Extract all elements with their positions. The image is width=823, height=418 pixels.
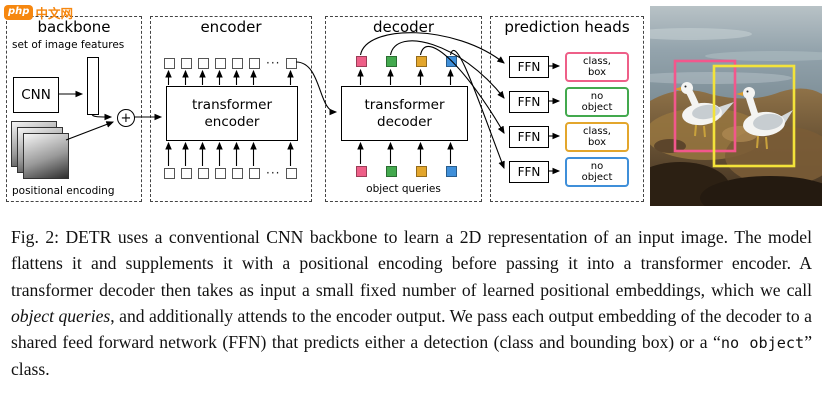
positional-encoding-label: positional encoding (12, 185, 115, 197)
feature-token (164, 58, 175, 69)
output-label-line: class, (582, 55, 611, 67)
feature-token (215, 58, 226, 69)
caption-text-1: Fig. 2: DETR uses a conventional CNN bac… (11, 227, 812, 300)
query-token-yellow (416, 166, 427, 177)
positional-encoding-tile (23, 133, 69, 179)
seagull-detection-photo (650, 6, 822, 206)
figure-caption: Fig. 2: DETR uses a conventional CNN bac… (0, 224, 823, 383)
output-token-yellow (416, 56, 427, 67)
transformer-decoder-label: transformer decoder (364, 97, 444, 131)
query-token-green (386, 166, 397, 177)
backbone-section: backbone set of image features CNN + pos… (6, 16, 142, 202)
prediction-heads-title: prediction heads (504, 18, 630, 36)
transformer-decoder-line1: transformer (364, 96, 445, 113)
feature-token (181, 168, 192, 179)
encoder-input-tokens: ··· (164, 166, 298, 180)
bbox-yellow (712, 64, 796, 168)
ellipsis: ··· (266, 166, 281, 180)
query-token-pink (356, 166, 367, 177)
add-operator: + (117, 109, 135, 127)
decoder-section: decoder transformer decoder object queri… (325, 16, 482, 202)
transformer-encoder-box: transformer encoder (166, 86, 298, 141)
query-token-blue (446, 166, 457, 177)
encoder-title: encoder (200, 18, 262, 36)
output-box-class-1: class, box (565, 52, 629, 82)
caption-mono-no-object: no object (720, 334, 805, 353)
transformer-encoder-line1: transformer (191, 96, 273, 113)
site-name: 中文网 (35, 6, 73, 21)
backbone-title: backbone (37, 18, 111, 36)
prediction-heads-section: prediction heads FFN FFN FFN FFN class, … (490, 16, 644, 202)
output-label-line: box (587, 137, 607, 148)
transformer-decoder-line2: decoder (377, 113, 432, 130)
ffn-box-2: FFN (509, 91, 549, 113)
output-label-line: class, (582, 125, 611, 137)
ffn-box-3: FFN (509, 126, 549, 148)
feature-token (198, 168, 209, 179)
feature-map-bar (87, 57, 99, 115)
php-logo-badge: php (4, 5, 34, 20)
cnn-box: CNN (13, 77, 59, 113)
feature-token (232, 58, 243, 69)
output-label-line: box (587, 67, 607, 78)
feature-token (249, 58, 260, 69)
detr-architecture-diagram: backbone set of image features CNN + pos… (6, 6, 822, 206)
feature-token (215, 168, 226, 179)
output-label-line: object (581, 102, 613, 113)
feature-token (286, 168, 298, 179)
output-token-blue (446, 56, 457, 67)
seagull-right (736, 87, 793, 150)
feature-token (249, 168, 260, 179)
output-box-noobject-2: no object (565, 157, 629, 187)
object-queries-label: object queries (366, 183, 441, 195)
encoder-output-tokens: ··· (164, 56, 298, 70)
output-token-pink (356, 56, 367, 67)
object-queries-row (356, 166, 457, 177)
caption-italic-object-queries: object queries (11, 305, 111, 326)
ffn-box-1: FFN (509, 56, 549, 78)
caption-text-3: ” class. (11, 332, 812, 380)
output-box-class-2: class, box (565, 122, 629, 152)
encoder-section: encoder ··· transformer encoder ··· (150, 16, 312, 202)
feature-token (181, 58, 192, 69)
site-watermark: php 中文网 (4, 3, 73, 22)
output-token-green (386, 56, 397, 67)
output-label-line: no (590, 90, 604, 102)
output-box-noobject-1: no object (565, 87, 629, 117)
caption-text-2: , and additionally attends to the encode… (11, 305, 812, 353)
feature-token (232, 168, 243, 179)
ffn-box-4: FFN (509, 161, 549, 183)
feature-token (164, 168, 175, 179)
transformer-decoder-box: transformer decoder (341, 86, 468, 141)
feature-token (286, 58, 298, 69)
decoder-title: decoder (372, 18, 435, 36)
output-label-line: no (590, 160, 604, 172)
feature-token (198, 58, 209, 69)
bbox-pink (673, 59, 737, 153)
image-features-label: set of image features (12, 39, 125, 51)
transformer-encoder-label: transformer encoder (192, 97, 272, 131)
seagull-photo-art (650, 6, 822, 206)
ellipsis: ··· (266, 56, 281, 70)
output-label-line: object (581, 172, 613, 183)
transformer-encoder-line2: encoder (204, 113, 260, 130)
decoder-output-slots (356, 56, 457, 67)
